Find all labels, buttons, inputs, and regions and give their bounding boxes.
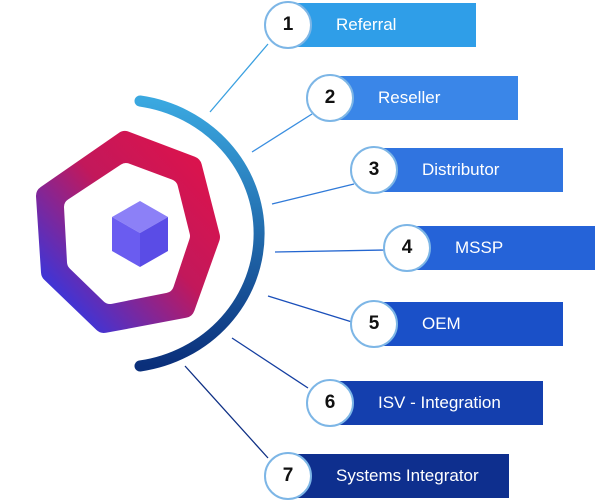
connector-line-2 [251,113,313,153]
item-label: Systems Integrator [336,466,479,485]
item-label-bar: Referral [284,3,476,47]
item-number-badge: 6 [306,379,354,427]
item-number-badge: 4 [383,224,431,272]
item-number-badge: 3 [350,146,398,194]
item-label: Referral [336,15,397,34]
item-number-badge: 1 [264,1,312,49]
item-label-bar: MSSP [403,226,595,270]
heptagon-badge [36,131,220,333]
connector-line-7 [184,365,269,459]
connector-line-1 [209,43,269,113]
item-label: ISV - Integration [378,393,501,412]
hub-arc [134,95,265,372]
connector-line-5 [267,295,353,323]
connector-line-3 [271,183,355,205]
item-label: MSSP [455,238,504,257]
item-label-bar: Systems Integrator [284,454,509,498]
item-label: Reseller [378,88,441,107]
item-label: OEM [422,314,461,333]
item-label-bar: ISV - Integration [326,381,543,425]
item-label: Distributor [422,160,500,179]
list-item: Referral 1 [264,1,476,49]
connector-line-6 [231,337,309,389]
item-label-bar: Distributor [370,148,563,192]
list-item: MSSP 4 [383,224,595,272]
connector-line-4 [274,249,387,253]
item-label-bar: Reseller [326,76,518,120]
connector-lines [184,43,387,459]
list-item: Reseller 2 [306,74,518,122]
item-label-bar: OEM [370,302,563,346]
list-item: Distributor 3 [350,146,563,194]
cube-icon [112,201,168,267]
item-number-badge: 2 [306,74,354,122]
list-item: ISV - Integration 6 [306,379,543,427]
item-number-badge: 5 [350,300,398,348]
list-item: OEM 5 [350,300,563,348]
item-number-badge: 7 [264,452,312,500]
list-item: Systems Integrator 7 [264,452,509,500]
